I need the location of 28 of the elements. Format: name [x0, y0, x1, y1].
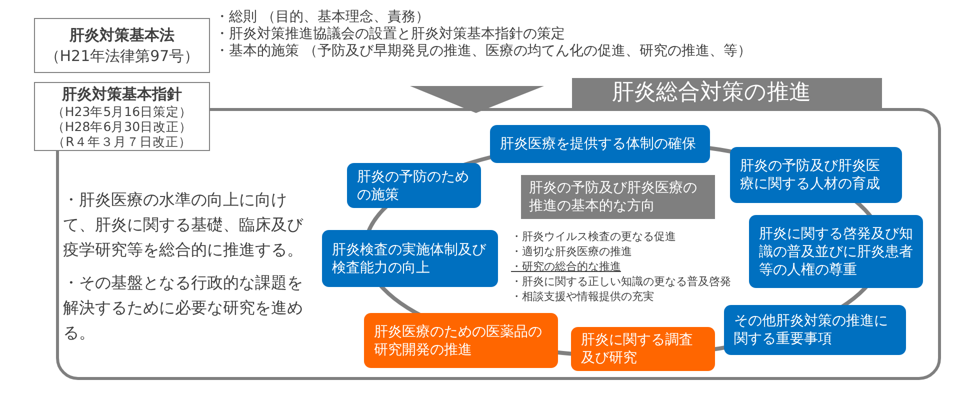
policy-box: 肝炎検査の実施体制及び検査能力の向上 [322, 230, 498, 287]
paragraph: ・その基盤となる行政的な課題を解決するために必要な研究を進める。 [63, 272, 304, 344]
policy-box: 肝炎の予防及び肝炎医療に関する人材の育成 [730, 147, 902, 203]
bullet-item: ・肝炎ウイルス検査の更なる促進 [511, 229, 677, 244]
bullet-item: ・肝炎対策推進協議会の設置と肝炎対策基本指針の策定 [215, 26, 566, 43]
policy-box: 肝炎に関する啓発及び知識の普及並びに肝炎患者等の人権の尊重 [749, 215, 923, 288]
bullet-item: ・総則 （目的、基本理念、責務） [215, 9, 430, 26]
policy-box: 肝炎医療を提供する体制の確保 [490, 125, 710, 163]
bullet-item: ・研究の総合的な推進 [511, 259, 622, 274]
policy-box: その他肝炎対策の推進に関する重要事項 [724, 305, 906, 355]
box-title: 肝炎対策基本法 [70, 24, 174, 44]
bullet-item: ・相談支援や情報提供の充実 [511, 289, 655, 304]
box-title: 肝炎対策基本指針 [62, 84, 182, 104]
title-band: 肝炎総合対策の推進 [572, 78, 882, 108]
bullet-item: ・基本的施策 （予防及び早期発見の推進、医療の均てん化の促進、研究の推進、等） [215, 43, 752, 60]
policy-box: 肝炎に関する調査及び研究 [571, 327, 715, 371]
document-box [34, 18, 210, 73]
box-subtitle: （R４年３月７日改正） [52, 134, 192, 149]
box-subtitle: （H21年法律第97号） [44, 46, 200, 66]
box-subtitle: （H23年5月16日策定） [52, 104, 192, 119]
direction-heading: 肝炎の予防及び肝炎医療の推進の基本的な方向 [521, 175, 715, 219]
bullet-item: ・適切な肝炎医療の推進 [511, 244, 633, 259]
policy-box: 肝炎の予防のための施策 [347, 163, 481, 208]
policy-box: 肝炎医療のための医薬品の研究開発の推進 [364, 313, 558, 368]
paragraph: ・肝炎医療の水準の向上に向けて、肝炎に関する基礎、臨床及び疫学研究等を総合的に推進する。 [63, 189, 304, 261]
document-box [34, 82, 210, 151]
bullet-item: ・肝炎に関する正しい知識の更なる普及啓発 [511, 274, 731, 289]
box-subtitle: （H28年6月30日改正） [52, 119, 192, 134]
